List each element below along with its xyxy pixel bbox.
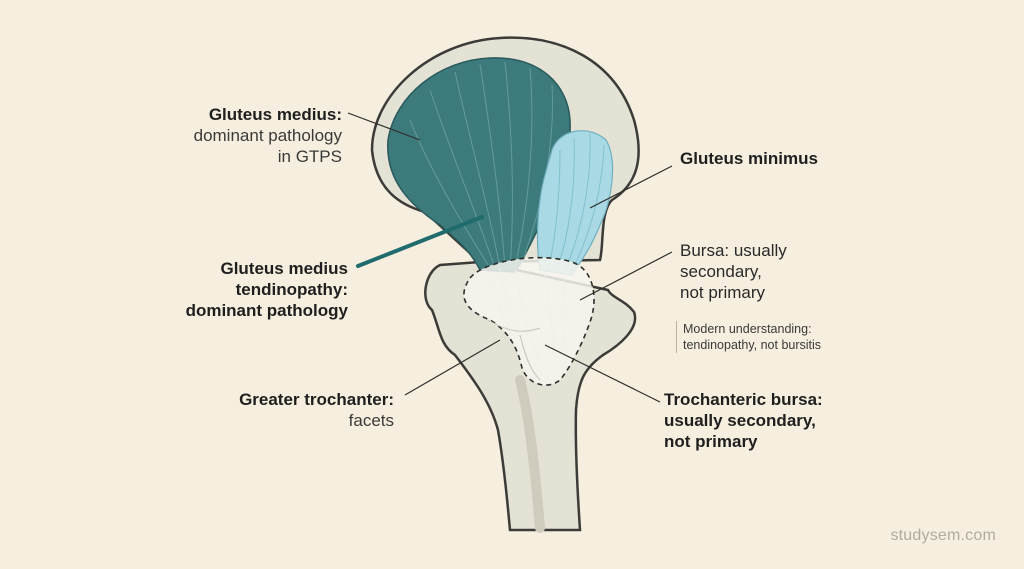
label-gluteus-medius-title: Gluteus medius: <box>208 105 342 124</box>
leader-trochanteric-bursa <box>544 344 661 403</box>
gluteus-medius-fibers <box>409 61 553 269</box>
label-bursa-line2: secondary, <box>680 262 762 281</box>
leader-greater-trochanter <box>404 339 501 396</box>
trochanter-facets <box>487 319 541 381</box>
label-gluteus-minimus: Gluteus minimus <box>680 148 818 169</box>
label-gluteus-minimus-title: Gluteus minimus <box>680 149 818 168</box>
label-bursa-secondary: Bursa: usually secondary, not primary <box>680 240 787 303</box>
label-gluteus-medius-tendinopathy: Gluteus medius tendinopathy: dominant pa… <box>186 258 348 321</box>
note-line2: tendinopathy, not bursitis <box>683 338 822 352</box>
label-bursa-line3: not primary <box>680 283 766 302</box>
leader-gluteus-minimus <box>589 165 673 209</box>
label-trochanteric-bursa: Trochanteric bursa: usually secondary, n… <box>664 389 823 452</box>
modern-understanding-note: Modern understanding: tendinopathy, not … <box>676 321 821 353</box>
label-bursa-line1: Bursa: usually <box>680 241 787 260</box>
label-gmed-tend-line1: Gluteus medius <box>220 259 348 278</box>
leader-gluteus-medius <box>347 112 421 141</box>
label-trochanter-title: Greater trochanter: <box>239 390 394 409</box>
label-gmed-tend-line2: tendinopathy: <box>235 280 348 299</box>
label-greater-trochanter: Greater trochanter: facets <box>239 389 394 431</box>
label-gluteus-medius-line2: in GTPS <box>277 147 342 166</box>
note-line1: Modern understanding: <box>683 322 812 336</box>
label-troch-bursa-line1: Trochanteric bursa: <box>664 390 823 409</box>
label-troch-bursa-line2: usually secondary, <box>664 411 816 430</box>
label-gmed-tend-line3: dominant pathology <box>185 301 348 320</box>
label-troch-bursa-line3: not primary <box>664 432 758 451</box>
femur-shaft-highlight <box>515 375 545 533</box>
label-gluteus-medius: Gluteus medius: dominant pathology in GT… <box>194 104 342 167</box>
label-trochanter-line1: facets <box>348 411 394 430</box>
gluteus-minimus-muscle <box>536 130 614 276</box>
label-gluteus-medius-line1: dominant pathology <box>193 126 342 145</box>
leader-lines <box>347 112 673 403</box>
leader-gluteus-medius-tendinopathy <box>356 215 484 268</box>
watermark: studysem.com <box>890 527 996 544</box>
leader-bursa-small <box>579 251 673 301</box>
